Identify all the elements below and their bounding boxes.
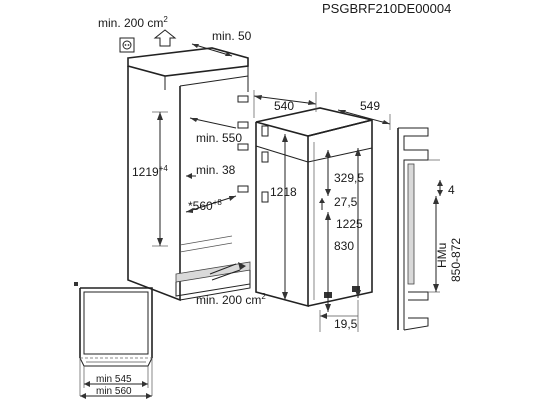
hinge-icons [237,95,249,193]
min-550-dimension [189,117,237,129]
min-545-label: min 545 [96,374,132,385]
dim-1218-label: 1218 [270,185,297,199]
min-560-label: min 560 [96,386,132,397]
dim-4-label: 4 [448,183,455,197]
dim-1225-label: 1225 [336,217,363,231]
min-50-dimension [191,43,233,57]
dim-27-5 [319,198,325,210]
vent-up-arrow-icon [153,29,177,47]
min-38-label: min. 38 [196,163,236,177]
wall-socket-icon [119,37,135,53]
min-38-dimension [186,173,196,179]
dim-1225 [355,148,361,298]
vent-bottom-arrow-icon [209,262,246,281]
dim-27-5-label: 27,5 [334,195,358,209]
dim-830 [325,212,331,312]
min-550-label: min. 550 [196,131,242,145]
dim-19-5-label: 19,5 [334,317,358,331]
appliance-body [255,107,373,308]
niche-height-dimension [152,111,168,247]
dim-4 [437,180,443,196]
dim-549-label: 549 [360,99,380,113]
niche-width-dimension [185,195,237,213]
dim-1218 [282,134,288,300]
hmu-label: HMu [435,243,449,268]
top-view-bracket-icon [74,282,78,286]
vent-top-label: min. 200 cm2 [98,15,168,30]
model-code: PSGBRF210DE00004 [322,1,451,16]
top-view-niche [79,287,153,396]
niche-height-label: 1219+4 [132,164,168,179]
side-profile [397,127,440,331]
min-560-dimension [80,393,152,399]
dim-19-5 [319,300,359,332]
dim-329-5-label: 329,5 [334,171,364,185]
niche-width-label: *560+8 [188,198,222,213]
dim-549 [337,109,391,130]
hmu-dimension [433,196,439,292]
dim-540 [253,90,317,118]
min-545-dimension [84,381,148,387]
vent-bottom-label: min. 200 cm2 [196,292,266,307]
dim-329-5 [325,150,331,196]
dim-830-label: 830 [334,239,354,253]
dim-540-label: 540 [274,99,294,113]
min-50-label: min. 50 [212,29,252,43]
cabinet-niche [127,47,251,302]
hmu-range-label: 850-872 [449,238,463,282]
